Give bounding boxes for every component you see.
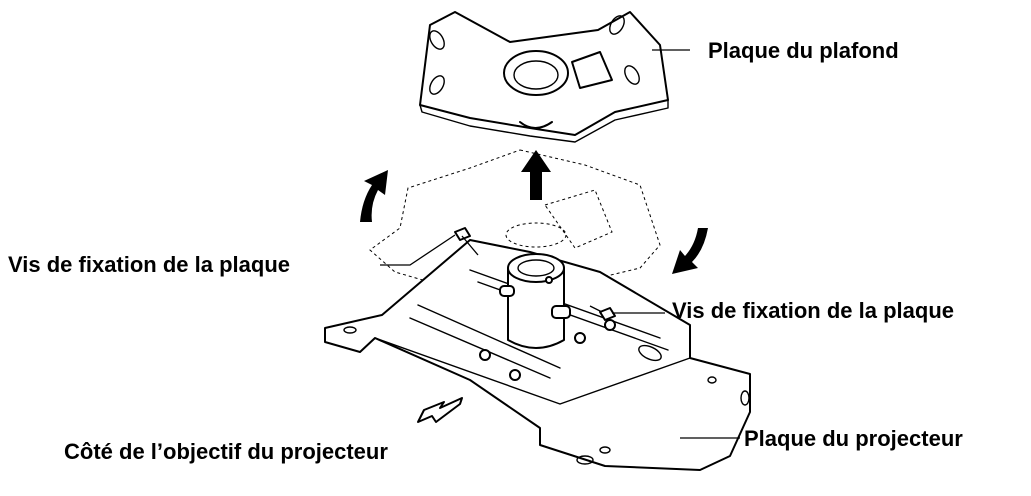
- lens-direction-arrow-icon: [417, 397, 463, 423]
- label-screw-left: Vis de fixation de la plaque: [8, 252, 291, 277]
- plate-adjust-screws: [479, 319, 616, 381]
- label-screw-right: Vis de fixation de la plaque: [672, 298, 955, 323]
- mount-column: [499, 222, 571, 349]
- up-arrow-icon: [521, 150, 551, 200]
- rotate-arrow-left-icon: [360, 170, 388, 222]
- projector-plate: [324, 239, 751, 471]
- label-projector-plate: Plaque du projecteur: [744, 426, 963, 451]
- leader-screw-left: [380, 234, 456, 266]
- plate-fixing-screw-right: [589, 305, 616, 321]
- label-ceiling-plate: Plaque du plafond: [708, 38, 899, 63]
- label-lens-side: Côté de l’objectif du projecteur: [64, 439, 388, 464]
- rotate-arrow-right-icon: [672, 228, 708, 274]
- ceiling-plate: [419, 11, 669, 143]
- plate-fixing-screw-left: [454, 227, 479, 256]
